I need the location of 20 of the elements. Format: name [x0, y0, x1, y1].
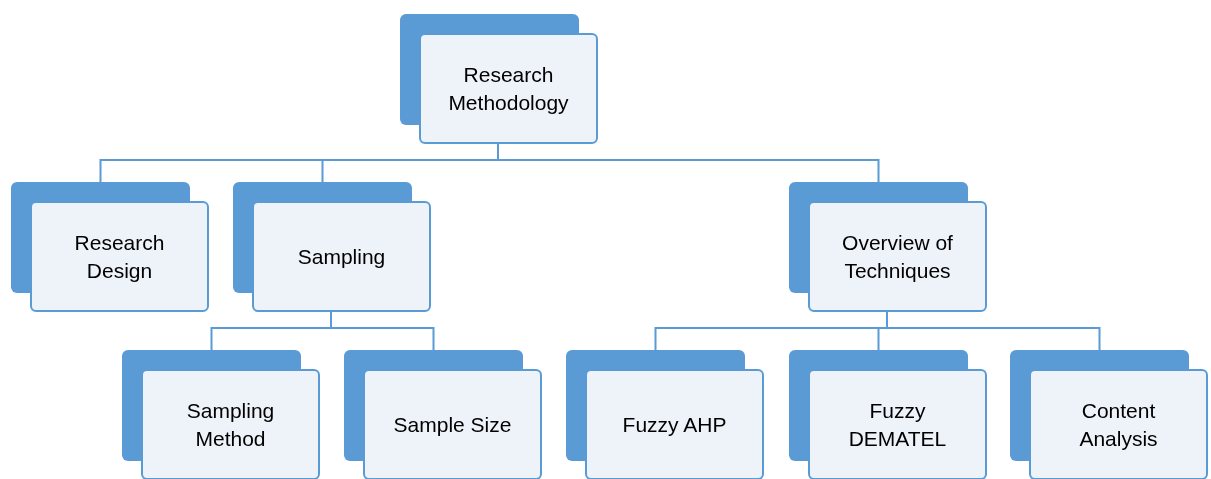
process-box — [566, 350, 764, 479]
box-label: Fuzzy DEMATEL — [847, 397, 948, 452]
connector-line — [886, 311, 1101, 351]
process-box — [122, 350, 320, 479]
box-label: Sampling — [297, 243, 386, 270]
box-label: Sampling Method — [185, 397, 276, 452]
process-box — [789, 182, 987, 312]
process-box — [344, 350, 542, 479]
box-label: Overview of Techniques — [841, 229, 954, 284]
box-label: Research Methodology — [447, 61, 570, 116]
box-label: Research Design — [73, 229, 166, 284]
process-box — [233, 182, 431, 312]
connector-line — [330, 311, 435, 351]
process-box — [789, 350, 987, 479]
process-box — [1010, 350, 1208, 479]
box-label: Sample Size — [393, 411, 512, 438]
process-box — [400, 14, 598, 144]
box-label: Content Analysis — [1078, 397, 1159, 452]
box-label: Fuzzy AHP — [622, 411, 727, 438]
process-box — [11, 182, 209, 312]
